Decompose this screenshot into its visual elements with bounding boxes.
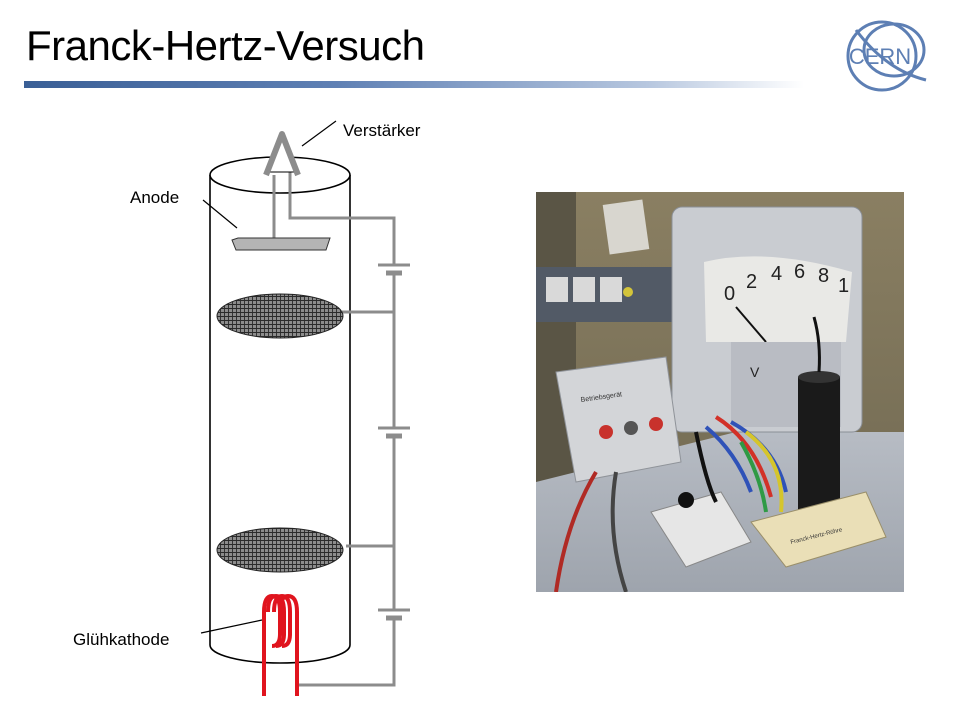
filament-coil [262,593,299,696]
svg-text:4: 4 [771,263,782,285]
slide-title: Franck-Hertz-Versuch [26,22,425,69]
svg-text:1: 1 [838,275,849,297]
label-leaders [200,120,337,634]
svg-text:V: V [750,364,760,380]
grid-lower [216,527,344,573]
anode-plate [231,237,331,251]
label-anode: Anode [130,188,180,207]
tube [209,156,351,664]
svg-text:0: 0 [724,283,735,305]
apparatus-photo: 0 2 4 6 8 1 V Betriebsgerät Franck-Hertz… [536,192,904,592]
cern-logo: CERN [846,20,927,92]
label-cathode: Glühkathode [73,630,170,649]
svg-text:CERN: CERN [849,44,911,69]
svg-text:2: 2 [746,271,757,293]
battery-cells [378,263,410,621]
svg-text:6: 6 [794,261,805,283]
grid-upper [216,293,344,339]
svg-text:8: 8 [818,265,829,287]
title-underline-bar [24,81,804,88]
label-amplifier: Verstärker [343,121,421,140]
circuit-wires [288,172,396,687]
amplifier-symbol [263,131,301,240]
